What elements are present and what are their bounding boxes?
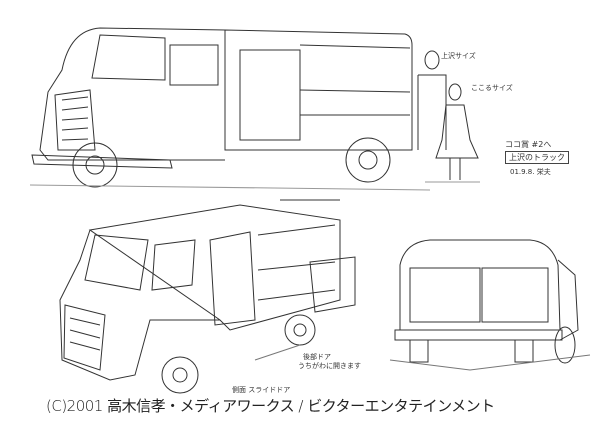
note-truck-label: 上沢のトラック: [505, 151, 569, 164]
character-silhouettes: [417, 50, 480, 183]
note-side-door: 側面 スライドドア: [232, 386, 291, 394]
note-episode: ココ賞 #2へ: [505, 140, 552, 149]
truck-side-view: [29, 27, 431, 191]
note-kokoro-size: ここるサイズ: [471, 84, 513, 92]
note-uezawa-size: 上沢サイズ: [441, 52, 476, 60]
note-rear-door: 後部ドア: [303, 353, 331, 361]
copyright-text: (C)2001 高木信孝・メディアワークス / ビクターエンタテインメント: [46, 397, 495, 415]
truck-rear-view: [389, 239, 591, 371]
note-rear-door-detail: うちがわに開きます: [298, 362, 361, 370]
note-date: 01.9.8. 栄夫: [510, 168, 551, 176]
truck-three-quarter-front-view: [59, 199, 356, 394]
